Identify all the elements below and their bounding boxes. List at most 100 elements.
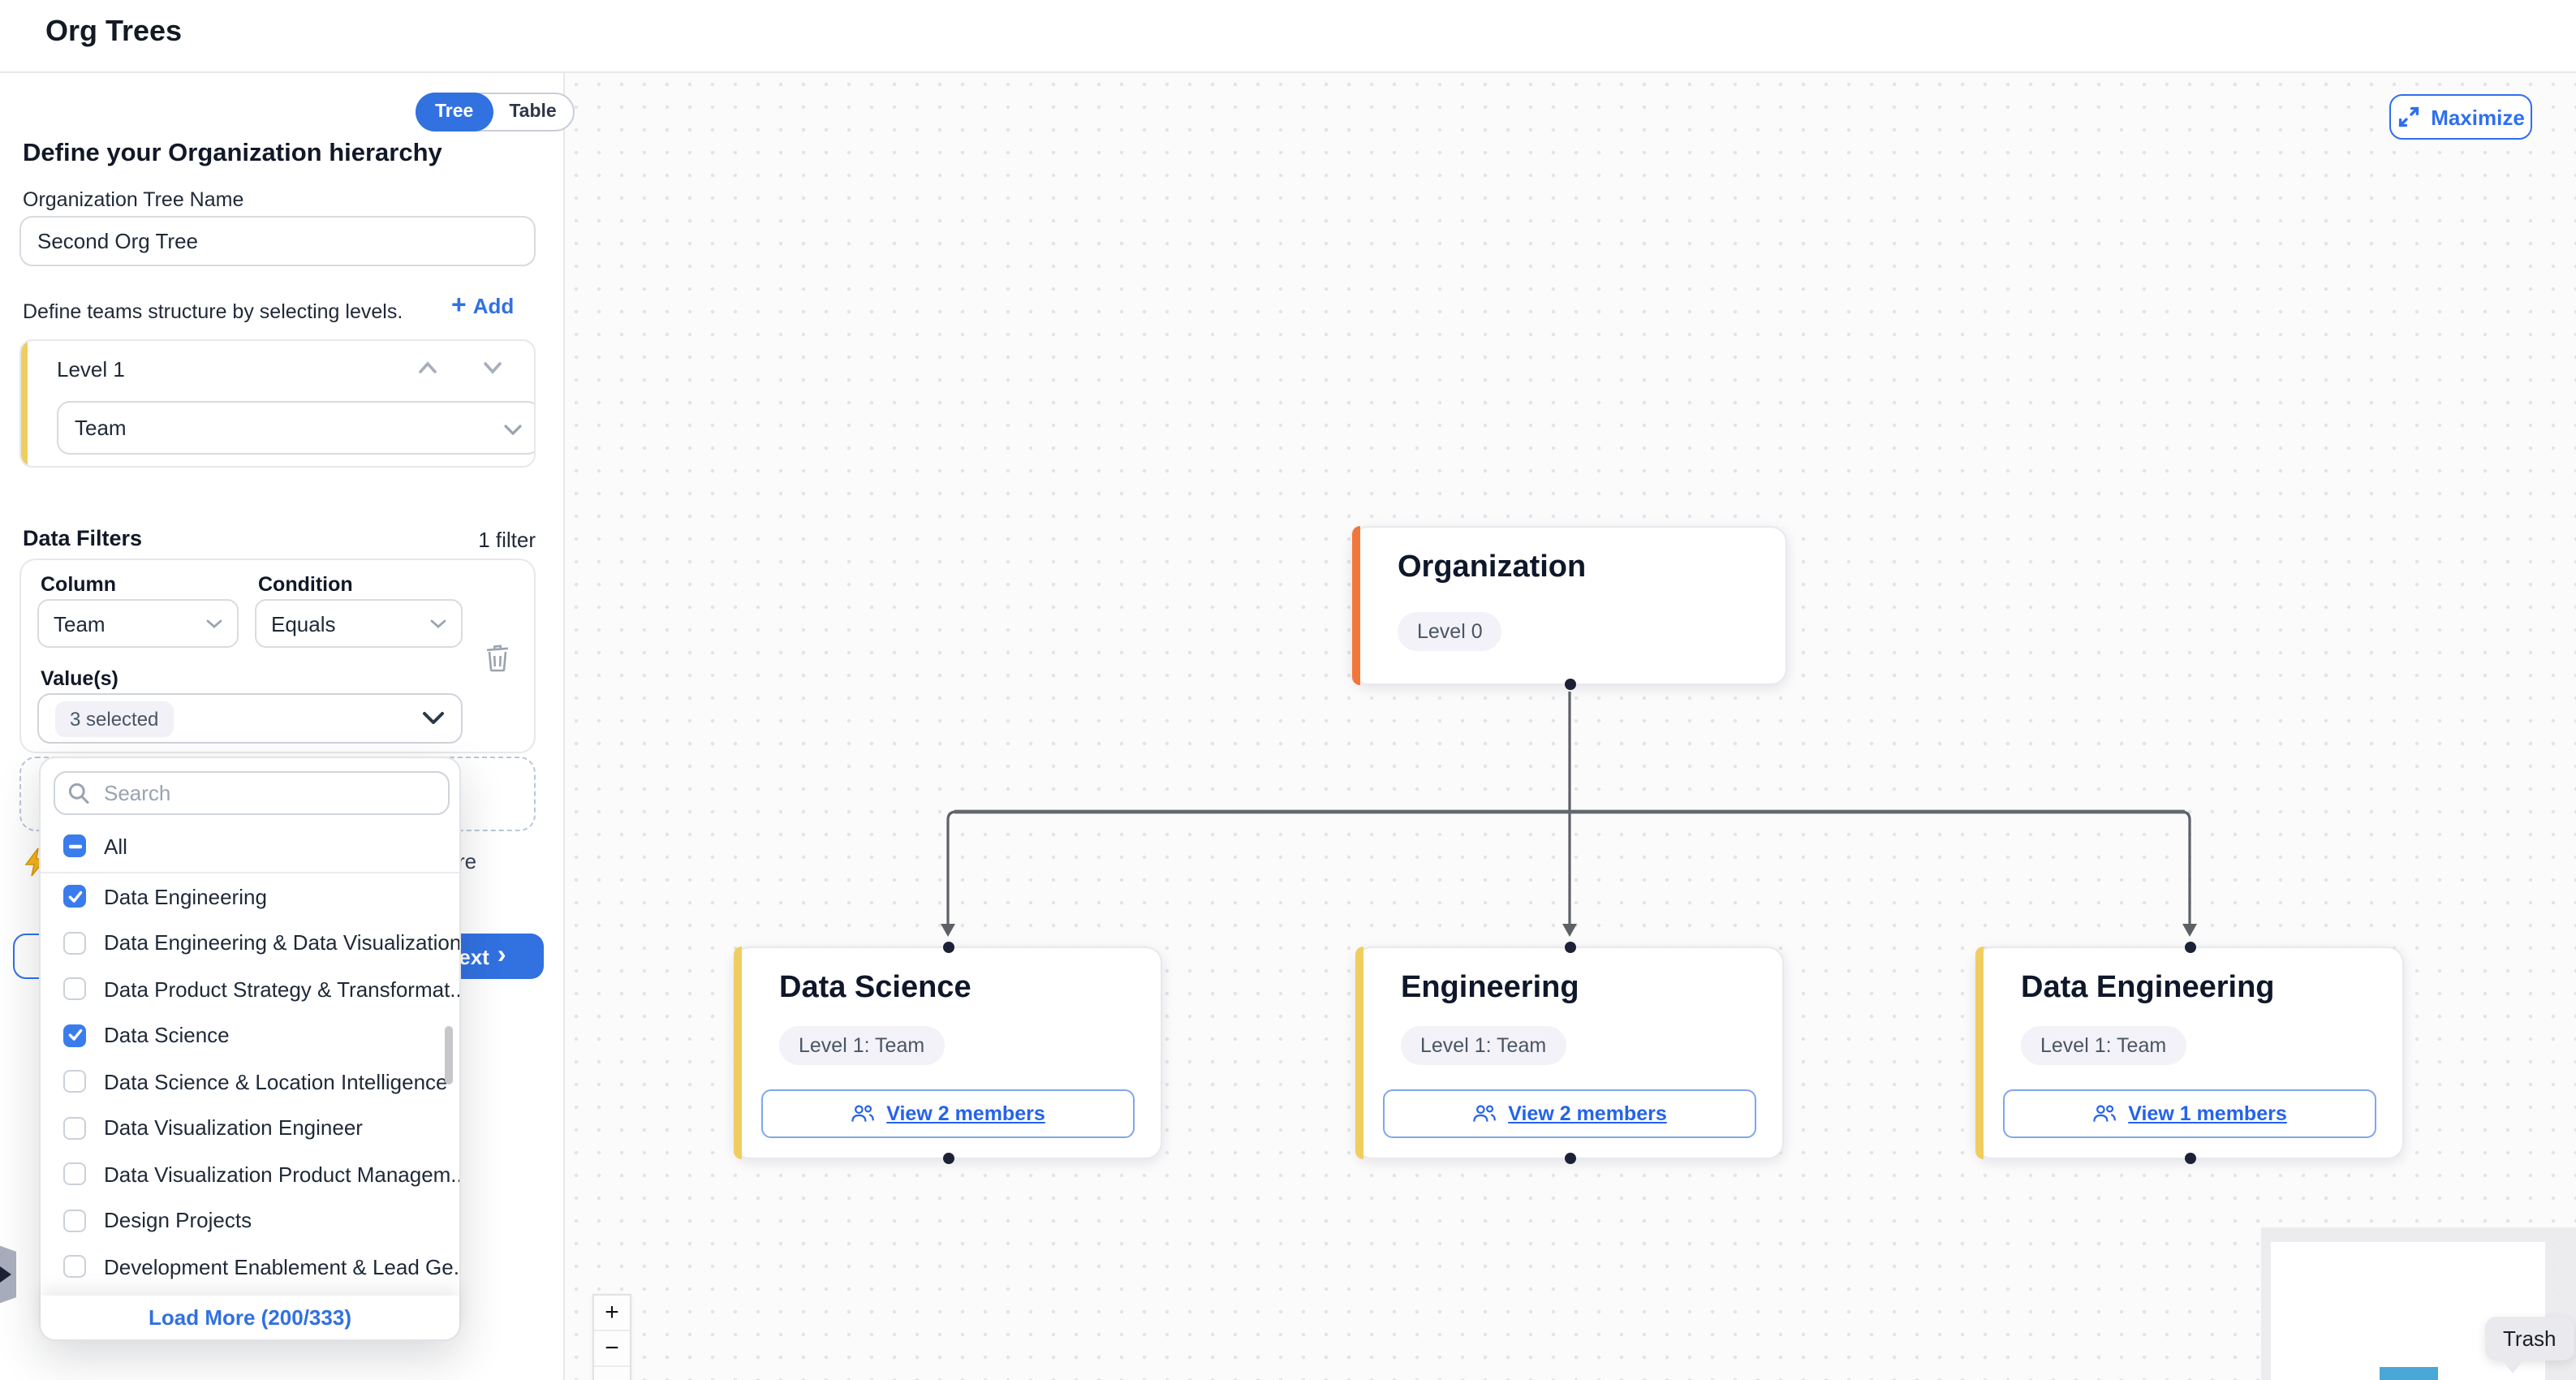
node-title: Organization xyxy=(1398,550,1587,584)
option-label: Data Science & Location Intelligence xyxy=(104,1069,448,1094)
config-sidebar: Tree Table Define your Organization hier… xyxy=(0,73,575,1380)
list-item[interactable]: Data Engineering & Data Visualization xyxy=(41,920,459,966)
sidebar-collapse-handle[interactable] xyxy=(0,1239,16,1310)
load-more-link[interactable]: Load More (200/333) xyxy=(149,1305,351,1330)
node-title: Engineering xyxy=(1401,971,1579,1005)
divider xyxy=(41,872,459,873)
option-checkbox[interactable] xyxy=(63,885,86,908)
dropdown-search[interactable] xyxy=(54,771,450,815)
minimap-node-organization xyxy=(2380,1367,2438,1380)
plus-icon: + xyxy=(451,292,467,320)
select-all-row[interactable]: All xyxy=(41,823,459,869)
maximize-button[interactable]: Maximize xyxy=(2389,94,2532,140)
node-engineering[interactable]: Engineering Level 1: Team View 2 members xyxy=(1355,942,1784,1164)
zoom-out-button[interactable]: − xyxy=(594,1331,630,1367)
option-checkbox[interactable] xyxy=(63,1070,86,1093)
app-header: Org Trees xyxy=(0,0,2576,73)
zoom-controls: + − xyxy=(592,1294,631,1380)
scrollbar-thumb[interactable] xyxy=(445,1026,453,1085)
option-checkbox[interactable] xyxy=(63,1209,86,1232)
data-filters-title: Data Filters xyxy=(23,526,143,550)
option-label: Data Engineering xyxy=(104,884,267,909)
node-data-engineering[interactable]: Data Engineering Level 1: Team View 1 me… xyxy=(1975,942,2404,1164)
node-accent-bar xyxy=(734,947,742,1159)
level-card: Level 1 Team xyxy=(19,339,536,468)
condition-select[interactable]: Equals xyxy=(255,599,463,648)
lightning-icon xyxy=(24,847,47,877)
target-handle xyxy=(1565,942,1576,953)
node-title: Data Science xyxy=(779,971,971,1005)
node-accent-bar xyxy=(1355,947,1363,1159)
options-list[interactable]: Data Engineering Data Engineering & Data… xyxy=(41,873,459,1299)
chevron-down-icon xyxy=(206,619,222,627)
list-item[interactable]: Data Science xyxy=(41,1012,459,1059)
option-label: Design Projects xyxy=(104,1208,252,1233)
list-item[interactable]: Data Visualization Product Managem... xyxy=(41,1151,459,1197)
search-icon xyxy=(68,783,89,804)
option-checkbox[interactable] xyxy=(63,1024,86,1047)
column-label: Column xyxy=(41,573,117,596)
search-input[interactable] xyxy=(101,779,435,807)
tree-edges xyxy=(941,692,2197,937)
view-members-button[interactable]: View 2 members xyxy=(761,1089,1135,1138)
fit-view-button-partial[interactable] xyxy=(594,1367,630,1380)
values-multiselect[interactable]: 3 selected xyxy=(37,693,463,744)
option-checkbox[interactable] xyxy=(63,931,86,955)
option-checkbox[interactable] xyxy=(63,1116,86,1140)
filter-count: 1 filter xyxy=(478,528,536,552)
node-organization[interactable]: Organization Level 0 xyxy=(1352,526,1787,690)
tooltip-tail xyxy=(2500,1357,2526,1374)
level-badge: Level 1: Team xyxy=(2021,1026,2186,1065)
zoom-in-button[interactable]: + xyxy=(594,1296,630,1331)
source-handle xyxy=(1565,1153,1576,1164)
view-members-button[interactable]: View 2 members xyxy=(1383,1089,1756,1138)
list-item[interactable]: Data Product Strategy & Transformat... xyxy=(41,966,459,1012)
filter-card: Column Condition Team Equals Value(s) 3 … xyxy=(19,558,536,753)
values-label: Value(s) xyxy=(41,667,118,690)
level-type-select[interactable]: Team xyxy=(57,401,534,455)
dropdown-footer: Load More (200/333) xyxy=(41,1296,459,1339)
list-item[interactable]: Design Projects xyxy=(41,1197,459,1244)
node-title: Data Engineering xyxy=(2021,971,2275,1005)
node-accent-bar xyxy=(1975,947,1984,1159)
toggle-table[interactable]: Table xyxy=(509,102,557,122)
list-item[interactable]: Data Science & Location Intelligence xyxy=(41,1059,459,1105)
source-handle xyxy=(943,1153,954,1164)
page-title: Org Trees xyxy=(45,15,183,47)
chevron-down-icon xyxy=(423,712,444,724)
option-label: Development Enablement & Lead Ge... xyxy=(104,1254,459,1279)
option-checkbox[interactable] xyxy=(63,1255,86,1279)
delete-filter-icon[interactable] xyxy=(485,645,510,672)
target-handle xyxy=(2185,942,2196,953)
option-label: Data Science xyxy=(104,1023,230,1048)
add-level-button[interactable]: + Add xyxy=(451,292,515,320)
option-checkbox[interactable] xyxy=(63,977,86,1001)
members-icon xyxy=(2093,1105,2117,1122)
node-data-science[interactable]: Data Science Level 1: Team View 2 member… xyxy=(734,942,1162,1164)
view-mode-toggle[interactable]: Tree Table xyxy=(416,93,575,132)
levels-hint: Define teams structure by selecting leve… xyxy=(23,300,403,323)
members-icon xyxy=(851,1105,875,1122)
list-item[interactable]: Development Enablement & Lead Ge... xyxy=(41,1244,459,1290)
node-accent-bar xyxy=(1352,526,1360,685)
list-item[interactable]: Data Visualization Engineer xyxy=(41,1105,459,1151)
column-select[interactable]: Team xyxy=(37,599,239,648)
source-handle xyxy=(2185,1153,2196,1164)
org-tree-canvas[interactable]: Organization Level 0 Data Science Level … xyxy=(565,73,2576,1380)
view-members-button[interactable]: View 1 members xyxy=(2003,1089,2376,1138)
chevron-right-icon: › xyxy=(497,942,506,969)
members-icon xyxy=(1473,1105,1497,1122)
move-level-up-icon[interactable] xyxy=(417,360,438,375)
chevron-down-icon xyxy=(504,425,522,436)
list-item[interactable]: Data Engineering xyxy=(41,873,459,920)
tree-name-input[interactable] xyxy=(19,216,536,266)
option-checkbox[interactable] xyxy=(63,1162,86,1186)
select-all-checkbox[interactable] xyxy=(63,834,86,857)
level-accent-bar xyxy=(21,341,28,466)
sidebar-heading: Define your Organization hierarchy xyxy=(23,140,442,167)
caret-right-icon xyxy=(0,1266,11,1283)
toggle-tree[interactable]: Tree xyxy=(416,93,493,132)
move-level-down-icon[interactable] xyxy=(482,360,503,375)
chevron-down-icon xyxy=(430,619,446,627)
